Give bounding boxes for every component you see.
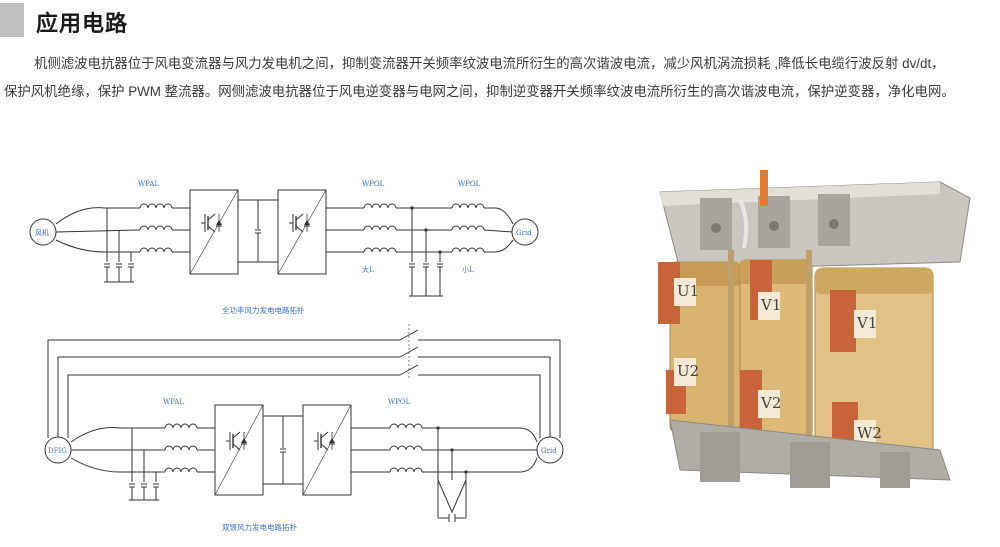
label-grid-reactor-top-1: WPOL <box>362 180 385 188</box>
label-machine-reactor-bottom: WPAL <box>163 398 184 406</box>
label-big-l: 大L <box>362 265 374 274</box>
label-small-l: 小L <box>462 265 474 274</box>
label-grid-reactor-top-2: WPOL <box>458 180 481 188</box>
label-grid-reactor-bottom: WPOL <box>388 398 411 406</box>
dfig-label: DFIG <box>48 447 67 455</box>
grid-label-bottom: Grid <box>541 447 557 455</box>
caption-full-power: 全功率风力发电电路拓扑 <box>222 305 305 315</box>
dfig-topology: DFIG WPAL <box>44 324 564 532</box>
section-title-bar <box>0 3 24 37</box>
wind-generator-label: 风机 <box>35 228 49 237</box>
grid-label-top: Grid <box>516 229 532 237</box>
description-line-2: 保护风机绝缘，保护 PWM 整流器。网侧滤波电抗器位于风电逆变器与电网之间，抑制… <box>4 84 955 99</box>
caption-dfig: 双馈风力发电电路拓扑 <box>222 522 297 532</box>
full-power-topology: 风机 WPAL <box>29 180 539 315</box>
reactor-product-photo <box>658 170 971 488</box>
grid-symbol-top <box>511 218 539 246</box>
circuit-diagrams: 风机 WPAL <box>29 180 564 532</box>
description-paragraph: 机侧滤波电抗器位于风电变流器与风力发电机之间，抑制变流器开关频率纹波电流所衍生的… <box>4 50 994 106</box>
grid-symbol-bottom <box>536 436 564 464</box>
description-line-1: 机侧滤波电抗器位于风电变流器与风力发电机之间，抑制变流器开关频率纹波电流所衍生的… <box>34 56 945 71</box>
label-machine-reactor-top: WPAL <box>138 180 159 188</box>
section-title: 应用电路 <box>36 11 129 36</box>
